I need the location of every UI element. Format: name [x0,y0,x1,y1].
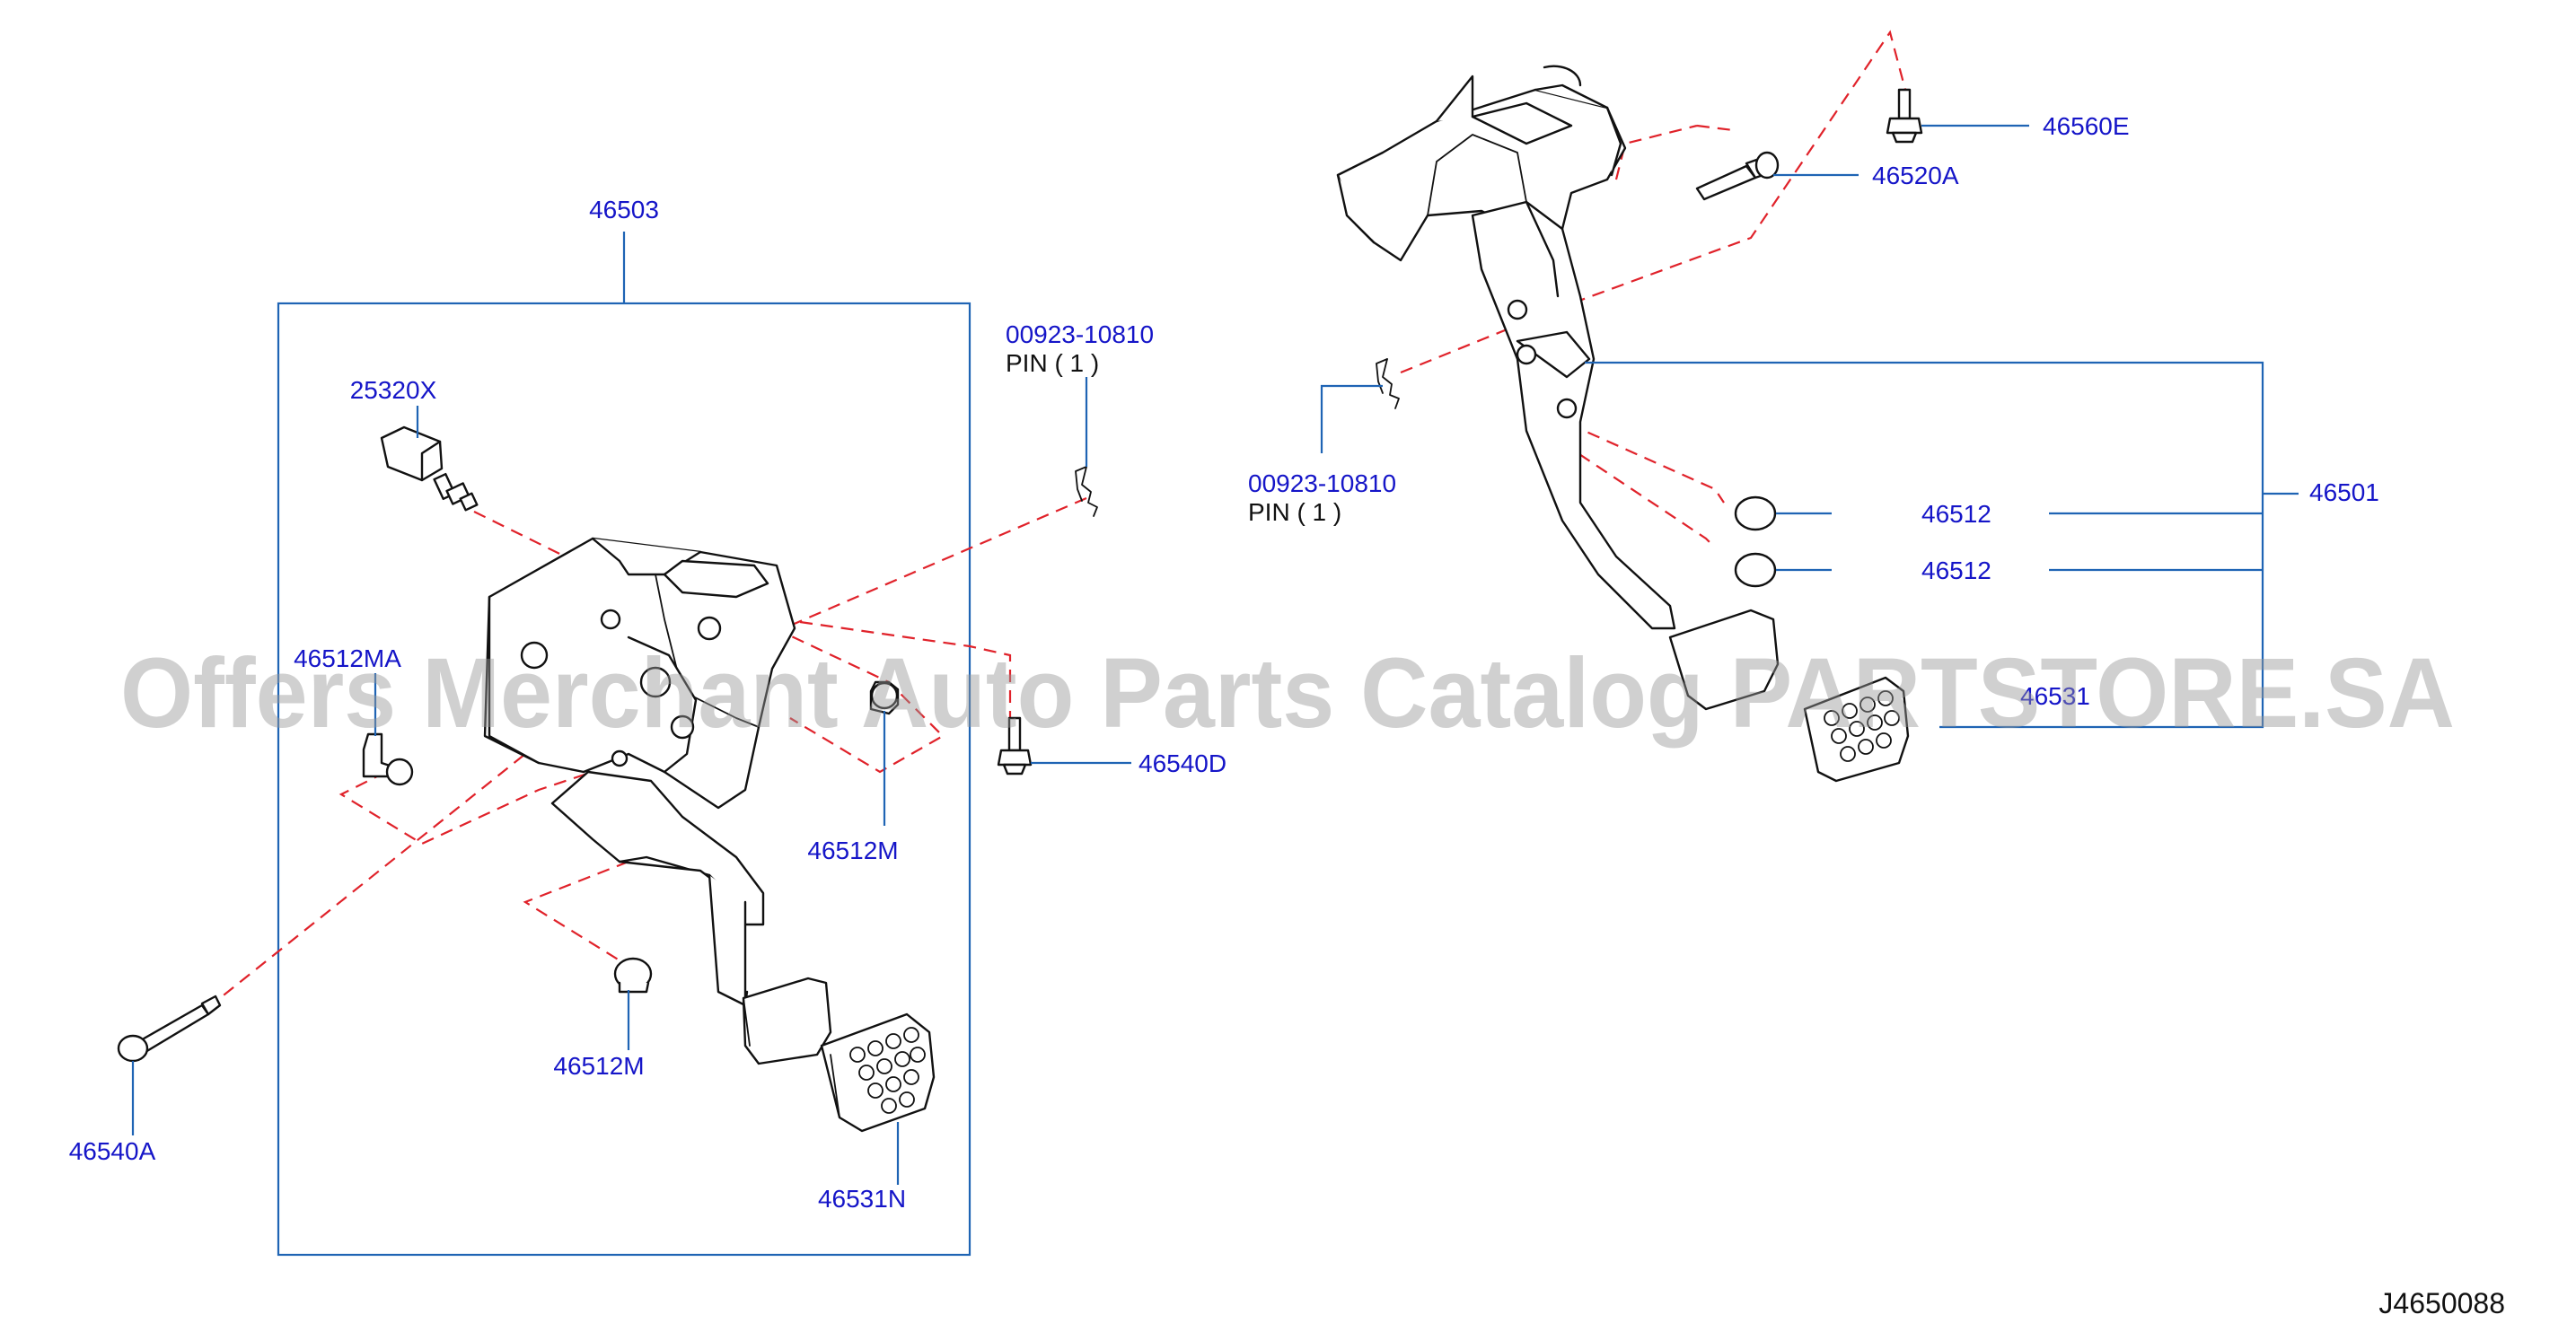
label-25320X[interactable]: 25320X [350,376,437,404]
pedal-pad-right-upper[interactable] [1668,609,1780,711]
pedal-arm-left[interactable] [550,770,832,1065]
label-46512M-bottom[interactable]: 46512M [553,1052,644,1080]
label-46540A[interactable]: 46540A [69,1137,156,1165]
label-46512-2[interactable]: 46512 [1921,556,1991,584]
pedal-pad-46531-part[interactable] [1803,676,1910,783]
label-46540D[interactable]: 46540D [1139,749,1226,777]
label-pin-left-desc: PIN ( 1 ) [1006,349,1099,377]
stopper-46512M-bottom-part[interactable] [613,957,653,994]
bolt-46560E-part[interactable] [1886,88,1923,144]
pedal-bracket-right[interactable] [1336,65,1627,262]
label-46520A[interactable]: 46520A [1872,162,1959,189]
label-pin-right-number[interactable]: 00923-10810 [1248,469,1396,497]
stopper-46512-1-part[interactable] [1734,495,1777,531]
part-labels: 46503 25320X 00923-10810 PIN ( 1 ) 46512… [69,112,2379,1213]
label-pin-left-number[interactable]: 00923-10810 [1006,320,1154,348]
label-46503[interactable]: 46503 [589,196,659,223]
stopper-46512MA-part[interactable] [362,732,414,786]
bolt-46540D-part[interactable] [997,716,1033,776]
label-46512MA[interactable]: 46512MA [294,644,401,672]
pin-right-part[interactable] [1376,358,1400,409]
stop-lamp-switch-part[interactable] [380,425,479,512]
bolt-46540A-part[interactable] [117,995,222,1063]
stopper-46512-2-part[interactable] [1734,552,1777,588]
pin-bolt-46520A-part[interactable] [1695,151,1780,201]
label-46531N[interactable]: 46531N [818,1185,906,1213]
pedal-arm-right[interactable] [1471,200,1676,630]
diagram-code: J4650088 [2378,1287,2505,1319]
stopper-46512M-top-part[interactable] [869,680,900,715]
label-46560E[interactable]: 46560E [2043,112,2130,140]
label-46512-1[interactable]: 46512 [1921,500,1991,528]
leaders-left [131,377,1131,1185]
label-46512M-top[interactable]: 46512M [807,837,898,864]
leaders-right [1320,124,2299,729]
label-46501[interactable]: 46501 [2309,478,2379,506]
pedal-bracket-left[interactable] [483,537,796,812]
label-pin-right-desc: PIN ( 1 ) [1248,498,1341,526]
pin-left-part[interactable] [1075,466,1098,517]
pedal-pad-46531N-part[interactable] [820,1012,936,1133]
watermark: Offers Merchant Auto Parts Catalog PARTS… [120,638,2455,749]
label-46531[interactable]: 46531 [2020,682,2090,710]
